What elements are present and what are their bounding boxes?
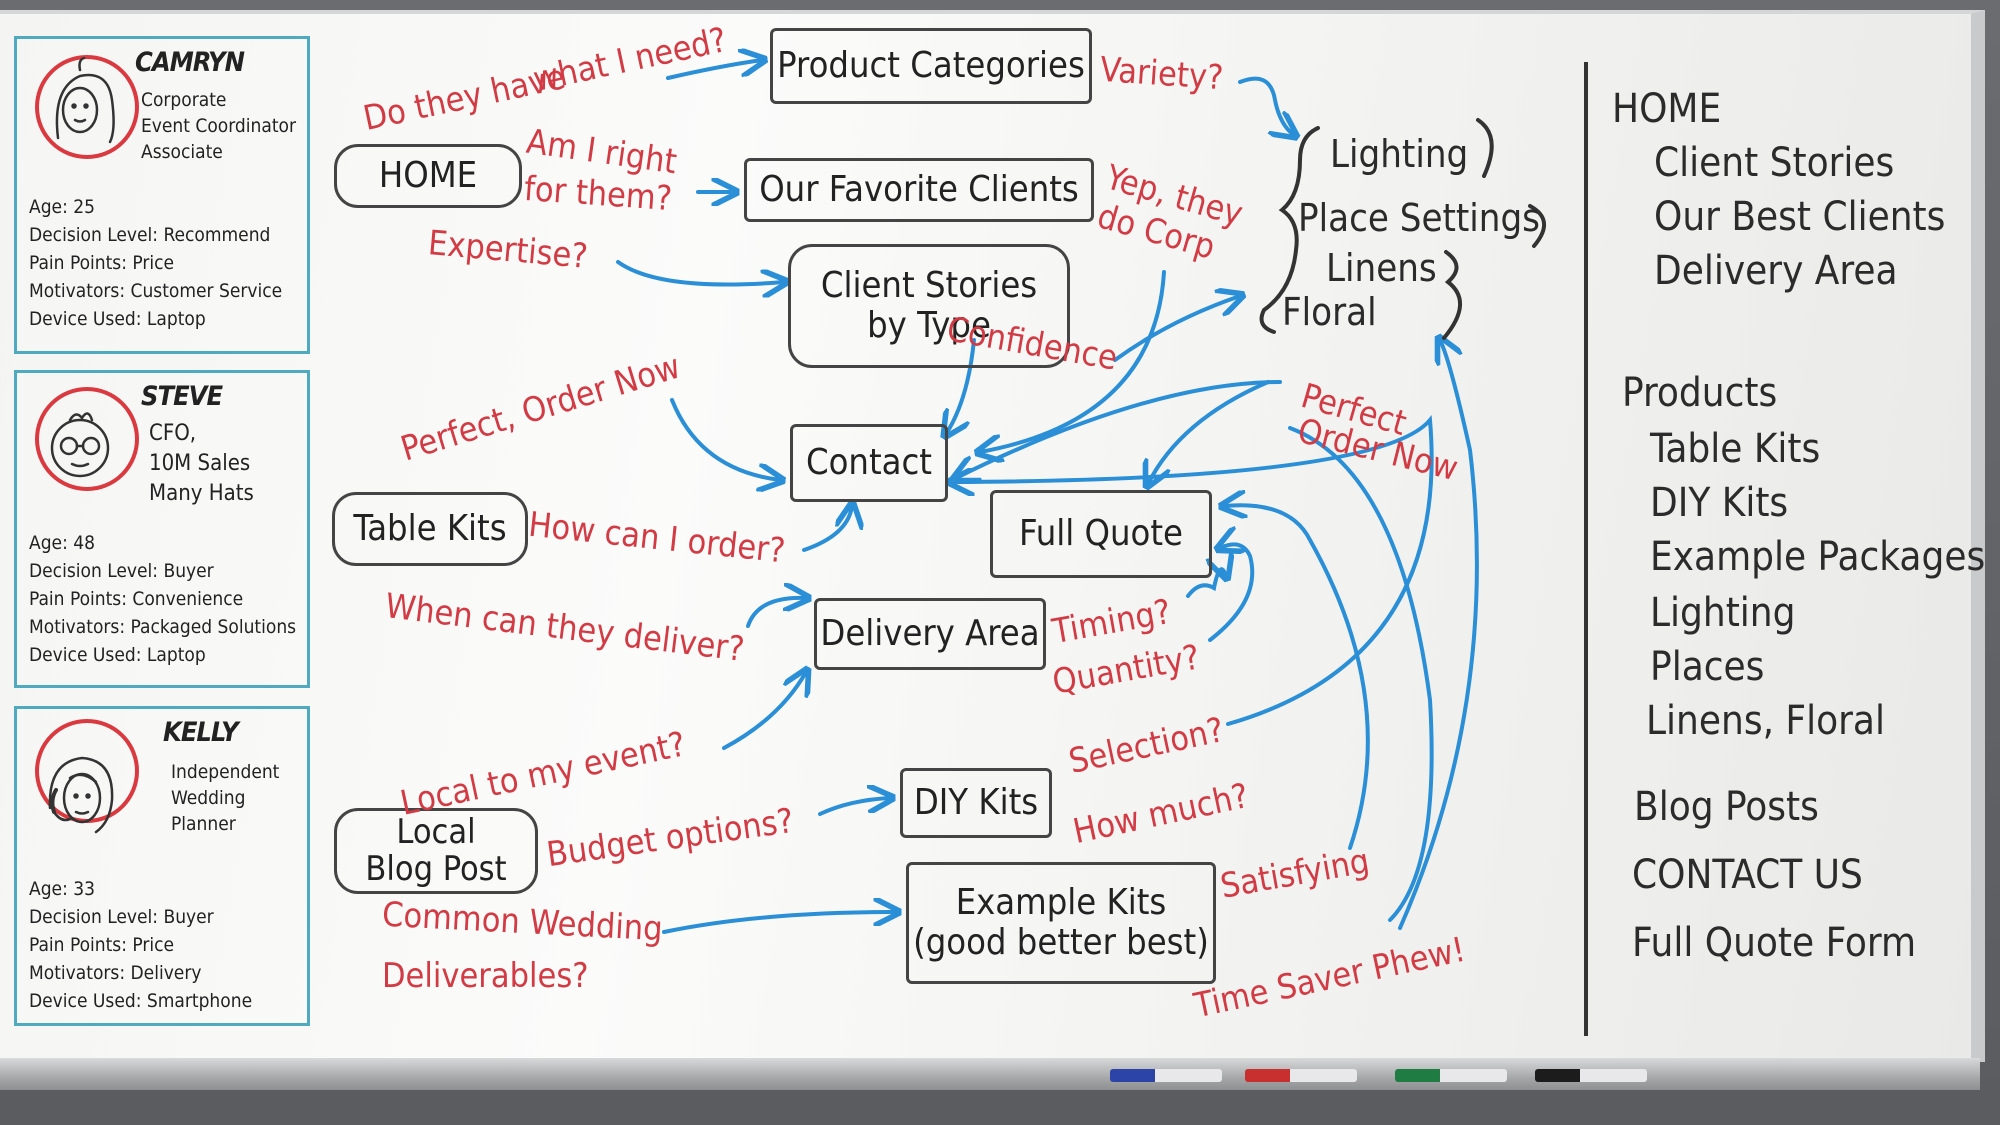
steve-avatar-icon — [35, 387, 139, 491]
persona-card-steve: STEVE CFO, 10M Sales Many Hats Age: 48 D… — [14, 370, 310, 688]
persona-name: STEVE — [141, 381, 223, 412]
right-brace-lighting — [1476, 118, 1494, 178]
sitemap-best-clients: Our Best Clients — [1654, 194, 1946, 240]
node-local-blog-post: Local Blog Post — [334, 808, 538, 894]
client-stories-line-1: Client Stories — [820, 265, 1038, 307]
sitemap-lighting: Lighting — [1650, 590, 1796, 636]
red-marker — [1245, 1069, 1357, 1082]
persona-card-camryn: CAMRYN Corporate Event Coordinator Assoc… — [14, 36, 310, 354]
right-brace-settings — [1528, 204, 1546, 248]
sitemap-home: HOME — [1612, 86, 1722, 132]
node-home: HOME — [334, 144, 522, 208]
persona-device: Device Used: Smartphone — [29, 990, 253, 1012]
category-lighting: Lighting — [1330, 132, 1469, 176]
persona-age: Age: 48 — [29, 532, 95, 554]
node-delivery-area: Delivery Area — [814, 598, 1046, 670]
arrow-budget-to-diy — [818, 798, 890, 816]
persona-details: Age: 25 Decision Level: Recommend Pain P… — [29, 193, 282, 333]
category-place-settings: Place Settings — [1298, 196, 1540, 240]
persona-age: Age: 25 — [29, 196, 95, 218]
client-stories-line-2: by Type — [867, 305, 991, 346]
persona-pain-points: Pain Points: Price — [29, 934, 175, 956]
persona-motivators: Motivators: Delivery — [29, 962, 202, 984]
persona-name: KELLY — [163, 717, 239, 748]
arrow-deliver-to-delivery — [746, 598, 806, 628]
arrow-quantity-to-quote — [1208, 544, 1255, 642]
black-marker — [1535, 1069, 1647, 1082]
marker-tray — [0, 1058, 1980, 1090]
arrow-phew-to-linens — [1398, 340, 1479, 930]
arrow-confidence-to-contact — [946, 338, 976, 434]
persona-decision-level: Decision Level: Buyer — [29, 906, 214, 928]
sitemap-full-quote-form: Full Quote Form — [1632, 920, 1917, 966]
local-blog-line-1: Local — [396, 811, 476, 852]
sitemap-places: Places — [1650, 644, 1765, 690]
persona-role: CFO, 10M Sales Many Hats — [149, 421, 254, 506]
sitemap-diy-kits: DIY Kits — [1650, 480, 1789, 526]
persona-role: Independent Wedding Planner — [171, 761, 280, 835]
sitemap-example-packages: Example Packages — [1650, 534, 1986, 580]
arrow-need-to-categories — [666, 60, 762, 80]
persona-name: CAMRYN — [135, 47, 245, 78]
right-brace-linens — [1442, 250, 1463, 340]
question-variety: Variety? — [1098, 49, 1225, 99]
arrow-selection-to-contact — [952, 414, 1434, 726]
green-marker — [1395, 1069, 1507, 1082]
persona-decision-level: Decision Level: Recommend — [29, 224, 271, 246]
example-kits-line-2: (good better best) — [913, 922, 1209, 963]
arrow-confidence-to-lighting — [1113, 296, 1240, 362]
arrow-corp-to-contact — [980, 270, 1166, 452]
local-blog-line-2: Blog Post — [365, 849, 507, 889]
arrow-common-to-example — [662, 912, 896, 934]
persona-motivators: Motivators: Packaged Solutions — [29, 616, 297, 638]
node-table-kits: Table Kits — [332, 492, 528, 566]
persona-details: Age: 33 Decision Level: Buyer Pain Point… — [29, 875, 252, 1015]
arrow-ordernow-long — [1288, 426, 1434, 922]
node-product-categories: Product Categories — [770, 28, 1092, 104]
arrow-timing-to-quote — [1186, 569, 1226, 598]
question-deliverables: Deliverables? — [382, 956, 589, 996]
sitemap-delivery-area: Delivery Area — [1654, 248, 1898, 294]
arrow-ordernow-to-contact — [956, 380, 1282, 478]
node-favorite-clients: Our Favorite Clients — [744, 158, 1094, 222]
persona-card-kelly: KELLY Independent Wedding Planner Age: 3… — [14, 706, 310, 1026]
persona-details: Age: 48 Decision Level: Buyer Pain Point… — [29, 529, 296, 669]
camryn-avatar-icon — [35, 55, 139, 159]
node-contact: Contact — [790, 424, 948, 502]
node-diy-kits: DIY Kits — [900, 768, 1052, 838]
persona-pain-points: Pain Points: Convenience — [29, 588, 244, 610]
persona-device: Device Used: Laptop — [29, 308, 206, 330]
persona-role: Corporate Event Coordinator Associate — [141, 89, 297, 163]
example-kits-line-1: Example Kits — [955, 882, 1167, 924]
persona-motivators: Motivators: Customer Service — [29, 280, 283, 302]
node-example-kits: Example Kits (good better best) — [906, 862, 1216, 984]
arrow-howorder-to-contact — [802, 506, 852, 552]
category-floral: Floral — [1282, 290, 1377, 334]
node-client-stories: Client Stories by Type — [788, 244, 1070, 368]
sitemap-products: Products — [1622, 370, 1778, 416]
node-full-quote: Full Quote — [990, 490, 1212, 578]
sitemap-client-stories: Client Stories — [1654, 140, 1895, 186]
persona-decision-level: Decision Level: Buyer — [29, 560, 214, 582]
arrow-satisfying-to-quote — [1224, 505, 1370, 850]
persona-age: Age: 33 — [29, 878, 95, 900]
category-linens: Linens — [1326, 246, 1437, 290]
arrow-variety-to-lighting — [1238, 76, 1294, 135]
arrow-local-to-delivery — [722, 672, 806, 750]
blue-marker — [1110, 1069, 1222, 1082]
sitemap-linens-floral: Linens, Floral — [1646, 698, 1885, 744]
sitemap-table-kits: Table Kits — [1650, 426, 1821, 472]
persona-pain-points: Pain Points: Price — [29, 252, 175, 274]
sitemap-blog-posts: Blog Posts — [1634, 784, 1819, 830]
left-brace — [1259, 126, 1320, 334]
persona-device: Device Used: Laptop — [29, 644, 206, 666]
arrow-order-to-contact — [670, 398, 780, 480]
sitemap-contact-us: CONTACT US — [1632, 852, 1863, 898]
arrow-ordernow-to-quote — [1148, 380, 1270, 484]
arrow-expertise-to-stories — [616, 260, 784, 285]
